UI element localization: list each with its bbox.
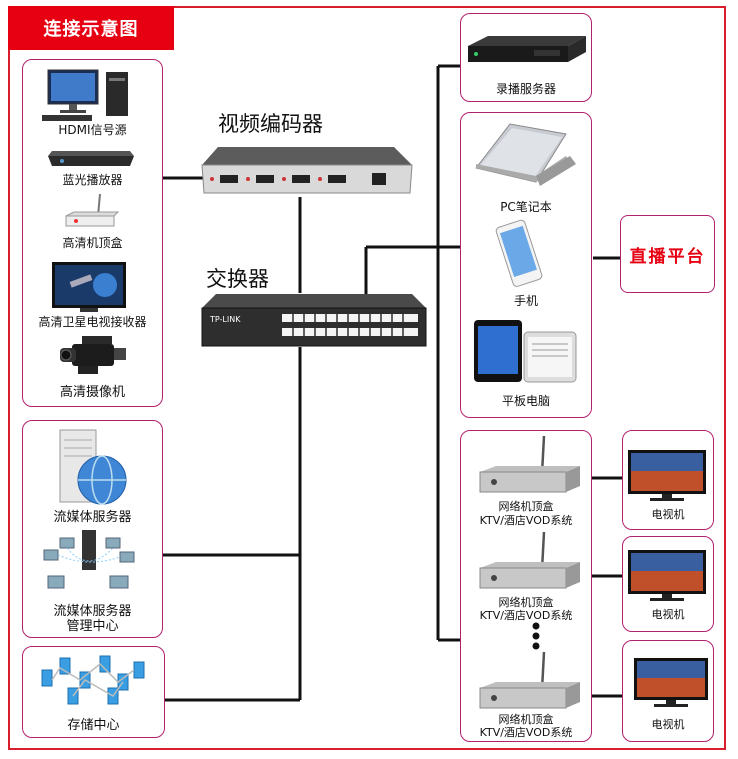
satellite-receiver-label: 高清卫星电视接收器 bbox=[38, 315, 147, 329]
settop-label-2b: KTV/酒店VOD系统 bbox=[479, 609, 573, 622]
video-encoder-icon bbox=[201, 147, 413, 194]
rack-server-icon bbox=[468, 36, 586, 62]
pc-laptop-label: PC笔记本 bbox=[500, 200, 552, 214]
desktop-pc-icon bbox=[42, 69, 128, 121]
switch-title: 交换器 bbox=[206, 267, 269, 291]
management-network-icon bbox=[43, 530, 135, 589]
settop-label-2a: 网络机顶盒 bbox=[498, 596, 554, 609]
bluray-player-label: 蓝光播放器 bbox=[62, 173, 123, 187]
network-switch-icon: TP-LINK bbox=[201, 294, 427, 347]
tv-icon-1 bbox=[628, 450, 706, 501]
storage-panel bbox=[22, 646, 165, 738]
settop-label-3a: 网络机顶盒 bbox=[498, 713, 554, 726]
server-globe-icon bbox=[59, 429, 127, 505]
hd-settop-label: 高清机顶盒 bbox=[62, 236, 123, 250]
recorder-server-label: 录播服务器 bbox=[495, 82, 556, 96]
tv-label-1: 电视机 bbox=[651, 508, 685, 521]
mgmt-center-label-1: 流媒体服务器 bbox=[53, 604, 132, 619]
tv-label-2: 电视机 bbox=[651, 608, 685, 621]
storage-center-label: 存储中心 bbox=[67, 718, 120, 733]
tv-icon-2 bbox=[628, 550, 706, 601]
network-settop-icon-2 bbox=[479, 531, 580, 589]
phone-label: 手机 bbox=[513, 294, 538, 308]
settop-label-1a: 网络机顶盒 bbox=[498, 500, 554, 513]
diagram-title: 连接示意图 bbox=[8, 6, 174, 50]
tablet-icon bbox=[474, 320, 577, 383]
mgmt-center-label-2: 管理中心 bbox=[66, 619, 119, 634]
storage-array-icon bbox=[41, 655, 145, 705]
hd-camcorder-label: 高清摄像机 bbox=[59, 385, 125, 400]
laptop-icon bbox=[475, 123, 576, 186]
hdmi-source-label: HDMI信号源 bbox=[58, 123, 127, 137]
tablet-label: 平板电脑 bbox=[501, 394, 550, 408]
diagram-frame bbox=[8, 6, 726, 750]
settop-box-icon bbox=[65, 193, 120, 227]
network-settop-icon-3 bbox=[479, 651, 580, 709]
camcorder-icon bbox=[60, 336, 126, 374]
smartphone-icon bbox=[495, 219, 543, 287]
bluray-player-icon bbox=[48, 151, 134, 166]
tv-label-3: 电视机 bbox=[651, 718, 685, 731]
tv-icon-3 bbox=[634, 658, 708, 707]
network-settop-icon-1 bbox=[479, 435, 580, 493]
ellipsis-dots-icon bbox=[532, 622, 540, 650]
settop-label-1b: KTV/酒店VOD系统 bbox=[479, 514, 573, 527]
settop-label-3b: KTV/酒店VOD系统 bbox=[479, 726, 573, 739]
live-platform-box: 直播平台 bbox=[620, 215, 715, 293]
switch-brand-text: TP-LINK bbox=[209, 315, 241, 324]
encoder-title: 视频编码器 bbox=[218, 112, 323, 136]
satellite-tv-icon bbox=[52, 262, 126, 312]
streaming-server-label: 流媒体服务器 bbox=[53, 510, 132, 525]
